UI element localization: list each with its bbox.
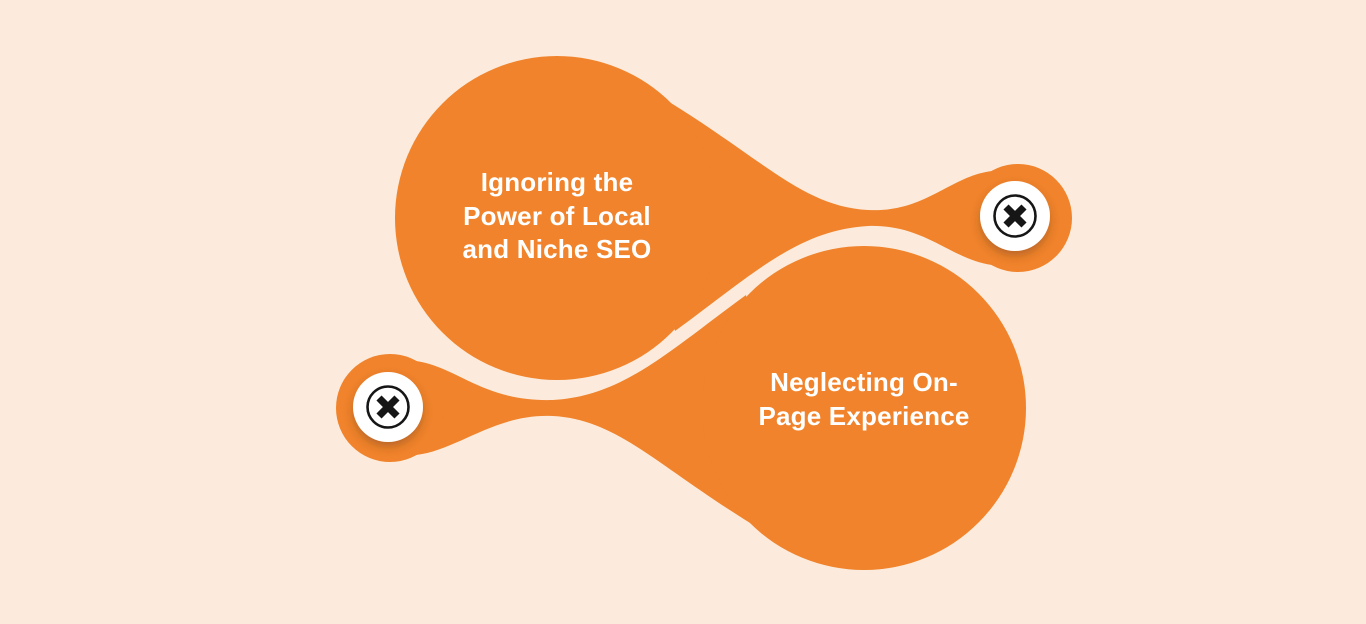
blob-on-page-experience xyxy=(336,246,1026,570)
blob-bubble xyxy=(702,246,1026,570)
dismiss-badge xyxy=(980,181,1050,251)
blob-label-line: Ignoring the xyxy=(480,167,634,197)
blob-label-line: Page Experience xyxy=(758,400,970,431)
blob-label-on-page-experience: Neglecting On- Page Experience xyxy=(704,366,1024,433)
x-icon xyxy=(376,395,400,419)
blob-tail xyxy=(416,295,793,548)
blob-label-line: Power of Local xyxy=(463,200,651,231)
blob-local-niche-seo xyxy=(395,56,1072,380)
dismiss-badge xyxy=(353,372,423,442)
blob-tail xyxy=(628,78,992,331)
blob-label-line: Neglecting On- xyxy=(770,367,958,397)
circle-x-icon xyxy=(993,194,1037,238)
x-icon xyxy=(1003,204,1027,228)
blob-label-line: and Niche SEO xyxy=(462,234,652,264)
circle-x-icon xyxy=(366,385,410,429)
icon-ring xyxy=(993,194,1037,238)
blob-bubble xyxy=(395,56,719,380)
icon-ring xyxy=(366,385,410,429)
blob-label-local-niche-seo: Ignoring the Power of Local and Niche SE… xyxy=(407,166,707,267)
